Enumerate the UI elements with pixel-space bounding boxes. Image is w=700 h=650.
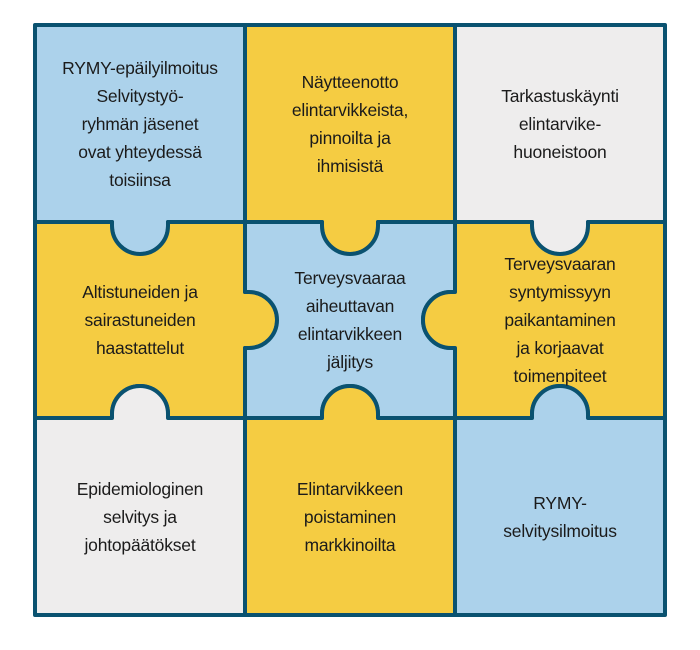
puzzle-pieces xyxy=(33,23,667,617)
puzzle-piece-rymy-epailyilmoitus xyxy=(33,23,247,256)
puzzle-piece-naytteenotto xyxy=(243,23,457,256)
puzzle-piece-poistaminen-markkinoilta xyxy=(243,384,457,617)
puzzle-piece-tarkastuskaynti xyxy=(453,23,667,256)
puzzle-piece-epidemiologinen-selvitys xyxy=(33,384,247,617)
puzzle-piece-rymy-selvitysilmoitus xyxy=(453,384,667,617)
